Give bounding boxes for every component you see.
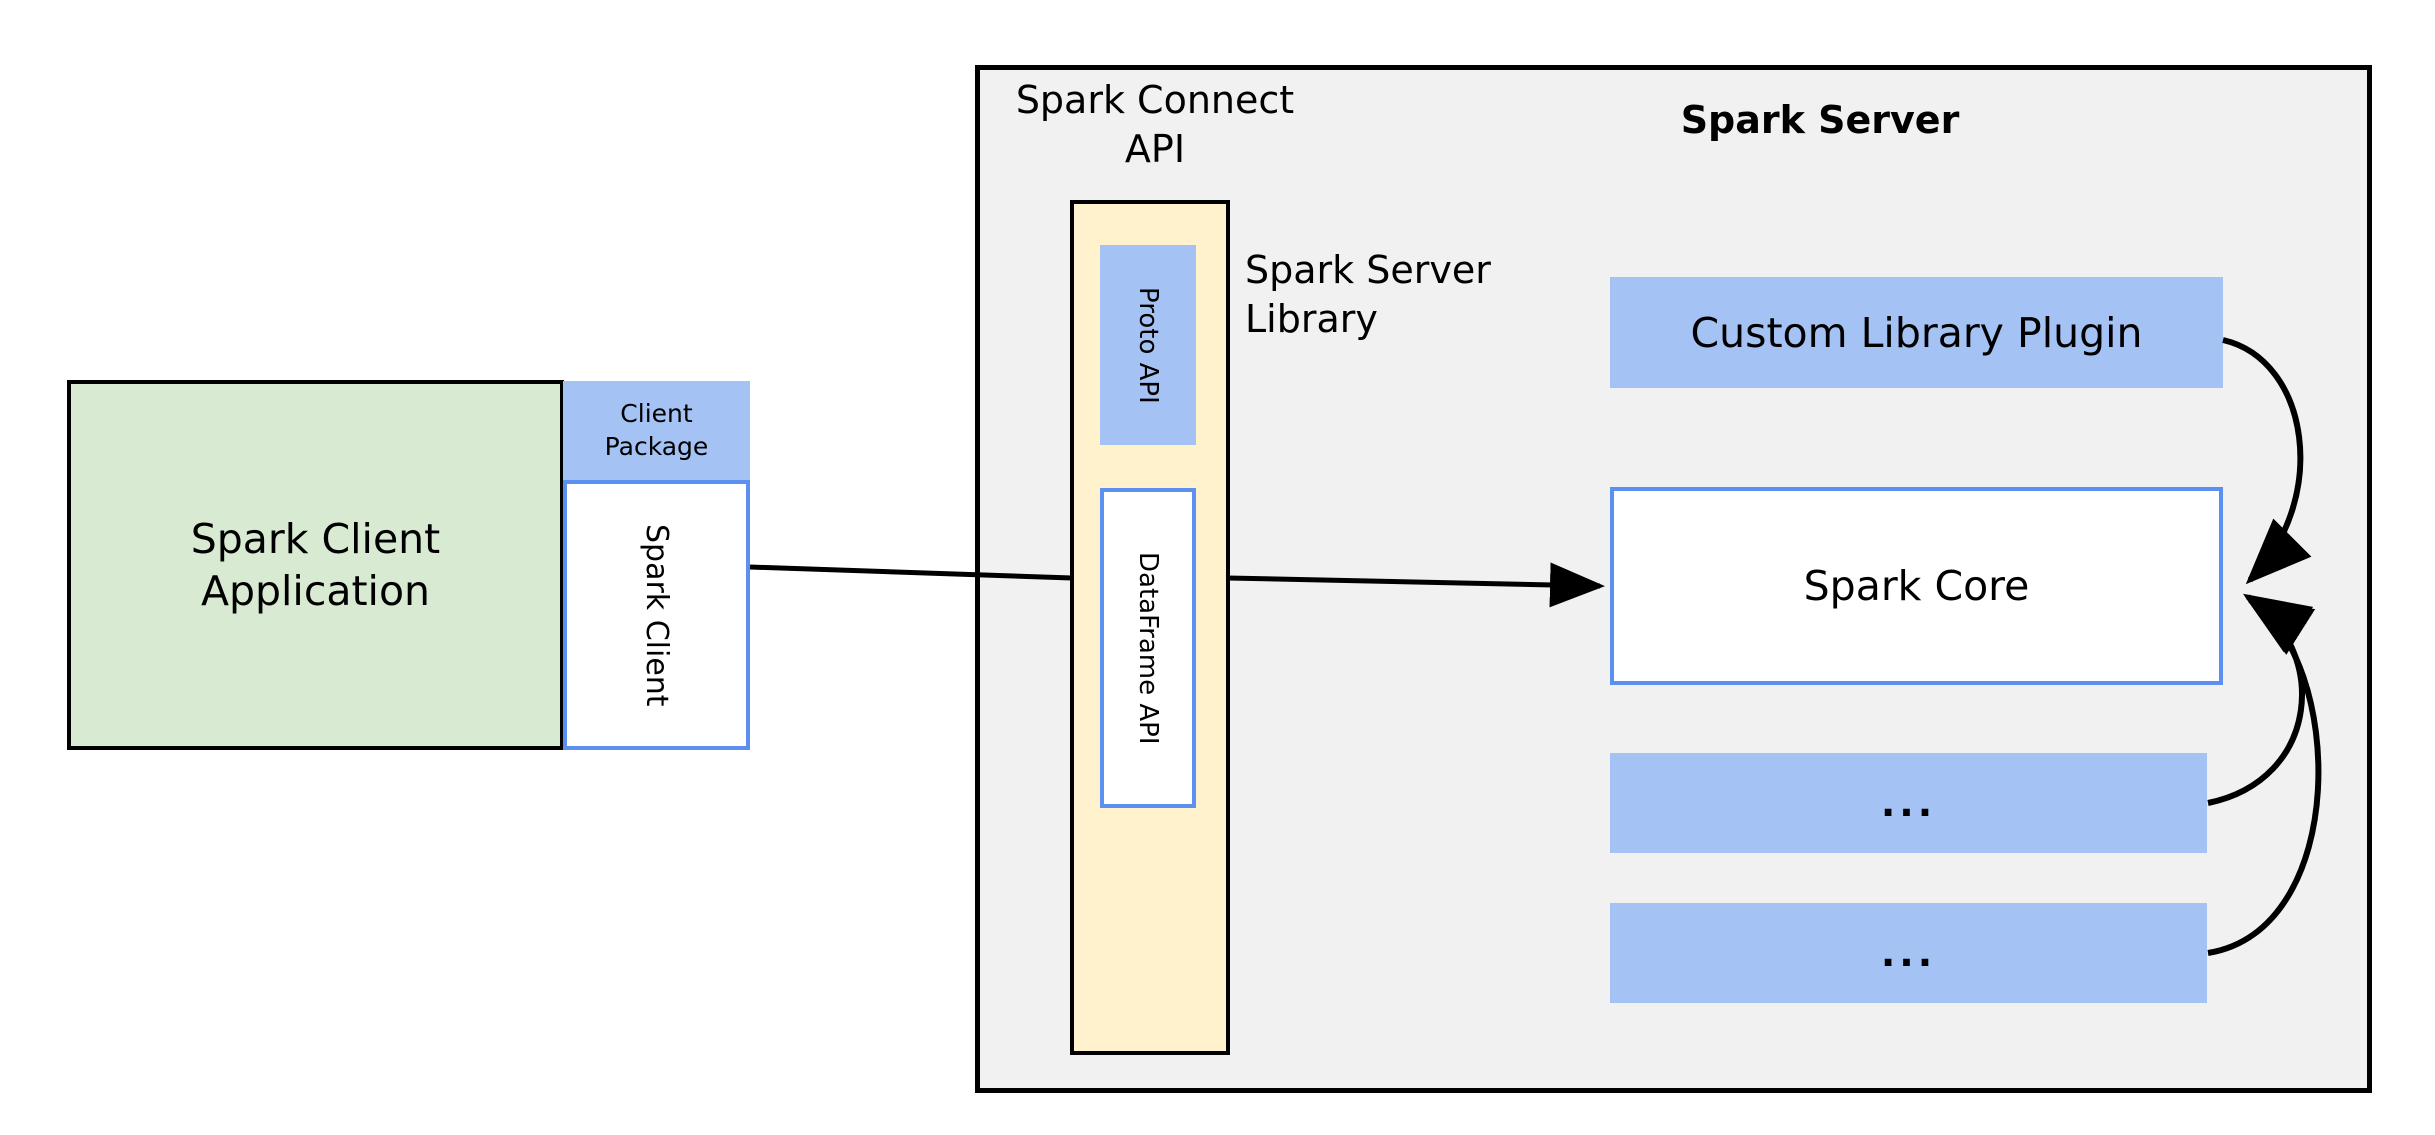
- spark-core-box[interactable]: Spark Core: [1610, 487, 2223, 685]
- spark-connect-api-label-line2: API: [1124, 127, 1186, 171]
- custom-library-plugin-box[interactable]: Custom Library Plugin: [1610, 277, 2223, 388]
- spark-server-library-label-line1: Spark Server: [1245, 248, 1491, 293]
- client-package-box[interactable]: Client Package: [563, 381, 750, 480]
- ellipsis-box-two[interactable]: ...: [1610, 903, 2207, 1003]
- proto-api-label: Proto API: [1133, 286, 1163, 404]
- ellipsis-one-label: ...: [1880, 781, 1937, 825]
- spark-server-library-label: Spark Server Library: [1245, 240, 1545, 350]
- dataframe-api-label: DataFrame API: [1133, 551, 1163, 745]
- spark-client-application-box[interactable]: Spark Client Application: [67, 380, 564, 750]
- client-package-label-line1: Client: [620, 399, 693, 428]
- spark-client-label: Spark Client: [639, 523, 674, 707]
- spark-client-application-label-line2: Application: [200, 567, 431, 615]
- spark-client-application-label-line1: Spark Client: [190, 514, 441, 563]
- ellipsis-two-label: ...: [1880, 931, 1937, 975]
- custom-library-plugin-label: Custom Library Plugin: [1690, 308, 2143, 357]
- spark-server-title: Spark Server: [1680, 98, 1960, 142]
- spark-connect-api-label: Spark Connect API: [1010, 70, 1300, 180]
- spark-client-application-label: Spark Client Application: [191, 513, 441, 618]
- spark-server-library-label-line2: Library: [1245, 297, 1378, 341]
- client-package-label: Client Package: [605, 398, 709, 463]
- spark-connect-api-label-inner: Spark Connect API: [1016, 76, 1294, 173]
- spark-core-label: Spark Core: [1803, 562, 2030, 610]
- spark-connect-api-label-line1: Spark Connect: [1015, 78, 1295, 123]
- proto-api-box[interactable]: Proto API: [1100, 245, 1196, 445]
- spark-client-box[interactable]: Spark Client: [563, 480, 750, 750]
- spark-server-library-label-inner: Spark Server Library: [1245, 246, 1491, 343]
- ellipsis-box-one[interactable]: ...: [1610, 753, 2207, 853]
- client-package-label-line2: Package: [604, 431, 709, 461]
- dataframe-api-box[interactable]: DataFrame API: [1100, 488, 1196, 808]
